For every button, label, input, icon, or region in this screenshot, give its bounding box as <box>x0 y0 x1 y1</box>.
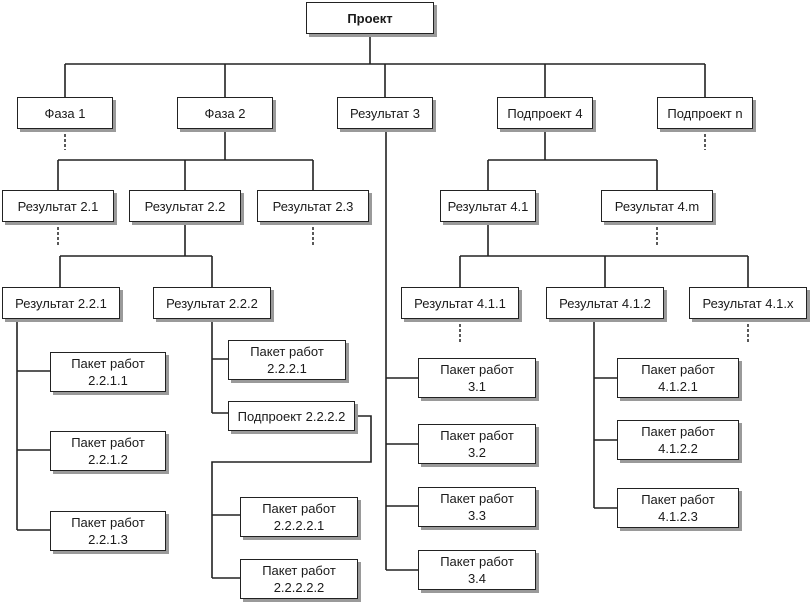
work-package-2-2-1-3-node: Пакет работ 2.2.1.3 <box>50 511 166 551</box>
work-package-3-2-node: Пакет работ 3.2 <box>418 424 536 464</box>
work-package-2-2-2-2-1-node: Пакет работ 2.2.2.2.1 <box>240 497 358 537</box>
result-2-2-1-node: Результат 2.2.1 <box>2 287 120 319</box>
work-package-4-1-2-1-node: Пакет работ 4.1.2.1 <box>617 358 739 398</box>
work-package-2-2-1-1-node: Пакет работ 2.2.1.1 <box>50 352 166 392</box>
result-2-1-node: Результат 2.1 <box>2 190 114 222</box>
phase-2-node: Фаза 2 <box>177 97 273 129</box>
work-package-4-1-2-2-node: Пакет работ 4.1.2.2 <box>617 420 739 460</box>
subproject-2-2-2-2-node: Подпроект 2.2.2.2 <box>228 401 355 431</box>
result-4-1-1-node: Результат 4.1.1 <box>401 287 519 319</box>
subproject-n-node: Подпроект n <box>657 97 753 129</box>
project-node: Проект <box>306 2 434 34</box>
result-4-m-node: Результат 4.m <box>601 190 713 222</box>
result-4-1-node: Результат 4.1 <box>440 190 536 222</box>
work-package-2-2-2-1-node: Пакет работ 2.2.2.1 <box>228 340 346 380</box>
result-2-2-node: Результат 2.2 <box>129 190 241 222</box>
result-2-3-node: Результат 2.3 <box>257 190 369 222</box>
work-package-2-2-2-2-2-node: Пакет работ 2.2.2.2.2 <box>240 559 358 599</box>
result-4-1-2-node: Результат 4.1.2 <box>546 287 664 319</box>
work-package-3-1-node: Пакет работ 3.1 <box>418 358 536 398</box>
result-3-node: Результат 3 <box>337 97 433 129</box>
work-package-2-2-1-2-node: Пакет работ 2.2.1.2 <box>50 431 166 471</box>
work-package-3-3-node: Пакет работ 3.3 <box>418 487 536 527</box>
result-4-1-x-node: Результат 4.1.x <box>689 287 807 319</box>
work-package-3-4-node: Пакет работ 3.4 <box>418 550 536 590</box>
subproject-4-node: Подпроект 4 <box>497 97 593 129</box>
work-package-4-1-2-3-node: Пакет работ 4.1.2.3 <box>617 488 739 528</box>
phase-1-node: Фаза 1 <box>17 97 113 129</box>
result-2-2-2-node: Результат 2.2.2 <box>153 287 271 319</box>
